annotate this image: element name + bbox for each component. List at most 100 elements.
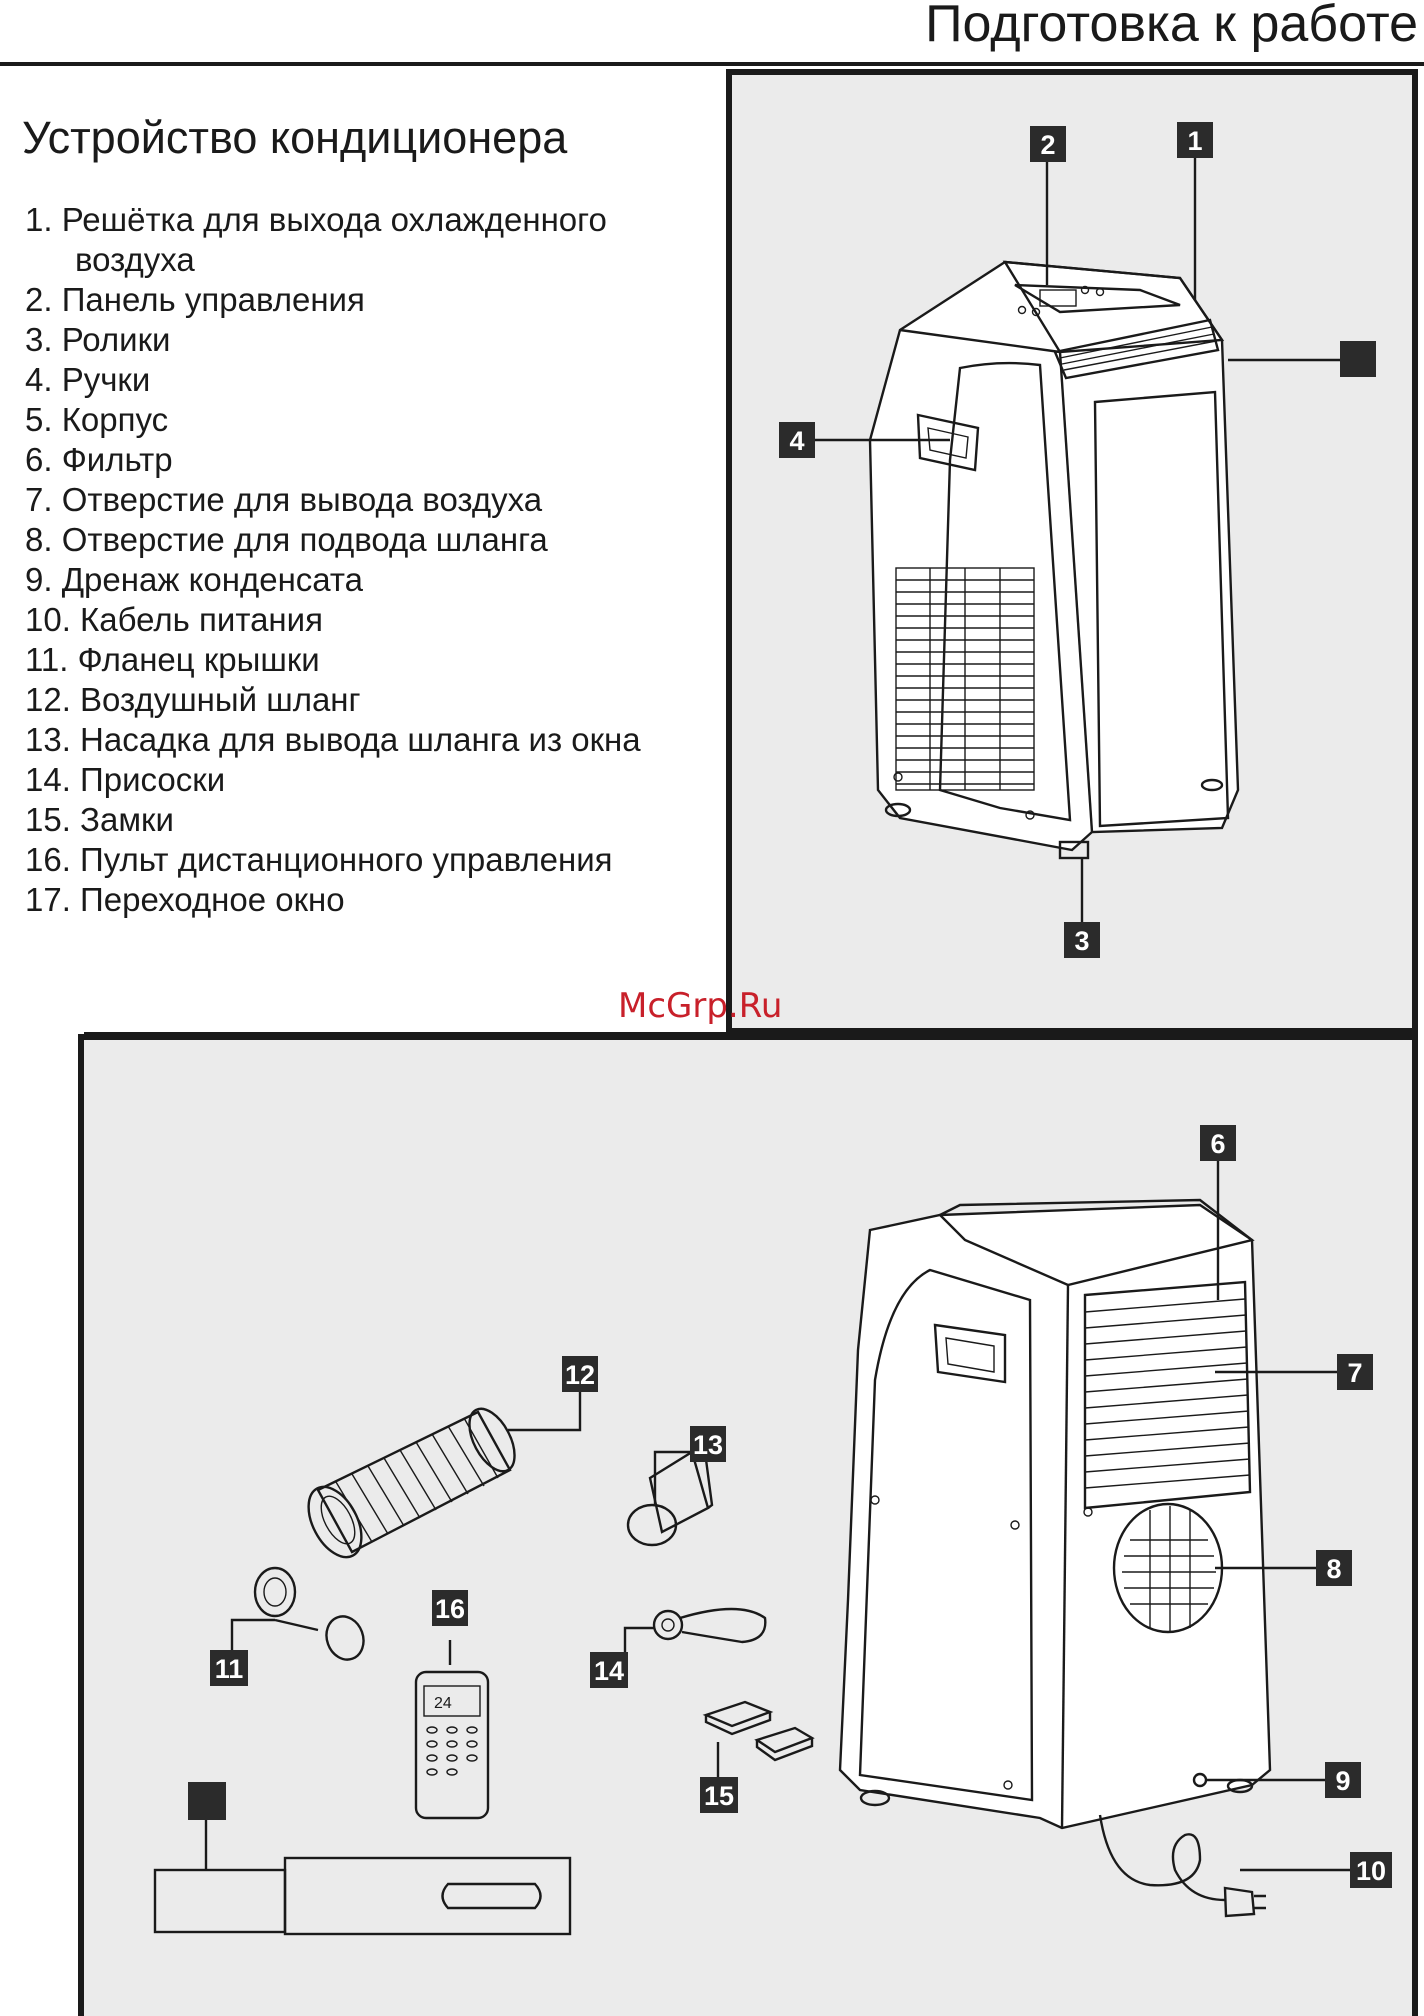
item-number: 1. [25,201,53,238]
tag-8: 8 [1316,1550,1352,1586]
item-label: Воздушный шланг [80,681,361,718]
tag-12: 12 [562,1356,598,1392]
item-label: Присоски [80,761,226,798]
air-hose-illustration [307,1382,582,1559]
item-number: 5. [25,401,53,438]
locks-illustration [702,1700,815,1778]
item-number: 17. [25,881,71,918]
tag-6: 6 [1200,1125,1236,1161]
item-number: 8. [25,521,53,558]
item-label: Решётка для выхода охлажденного [61,201,607,238]
list-item: 14. Присоски [25,760,641,800]
tag-13: 13 [690,1426,726,1462]
tag-10: 10 [1350,1852,1392,1888]
list-item: 3. Ролики [25,320,641,360]
item-label: Корпус [61,401,169,438]
svg-text:2: 2 [1040,130,1055,160]
item-number: 9. [25,561,53,598]
item-label: Фланец крышки [77,641,320,678]
panel-divider [84,1032,726,1038]
item-label-continued: воздуха [75,241,195,278]
svg-text:4: 4 [789,426,804,456]
item-label: Отверстие для вывода воздуха [61,481,543,518]
header-rule [0,62,1424,66]
svg-text:1: 1 [1187,126,1202,156]
item-number: 14. [25,761,71,798]
air-conditioner-front-illustration [868,260,1240,860]
outlet-grille [1053,318,1220,380]
list-item: 16. Пульт дистанционного управления [25,840,641,880]
item-label: Отверстие для подвода шланга [61,521,548,558]
cover-flange-illustration [230,1566,365,1661]
item-number: 16. [25,841,71,878]
item-number: 11. [25,641,69,678]
list-item: 9. Дренаж конденсата [25,560,641,600]
tag-15: 15 [700,1777,738,1813]
item-label: Замки [80,801,174,838]
tag-11: 11 [210,1650,248,1686]
list-item: 8. Отверстие для подвода шланга [25,520,641,560]
air-conditioner-rear-illustration [838,1198,1272,1918]
list-item: 7. Отверстие для вывода воздуха [25,480,641,520]
item-number: 12. [25,681,71,718]
remote-control-illustration: 24 [414,1640,490,1820]
tag-3: 3 [1064,922,1100,958]
tag-9: 9 [1325,1762,1361,1798]
tag-14: 14 [590,1652,628,1688]
item-label: Ролики [61,321,171,358]
svg-text:7: 7 [1347,1358,1362,1388]
item-label: Кабель питания [80,601,323,638]
section-title: Устройство кондиционера [22,112,568,163]
list-item: 10. Кабель питания [25,600,641,640]
tag-16: 16 [432,1590,468,1626]
handle [916,413,980,472]
list-item: 5. Корпус [25,400,641,440]
item-label: Фильтр [61,441,173,478]
svg-text:8: 8 [1326,1554,1341,1584]
tag-17 [188,1782,226,1820]
item-number: 7. [25,481,53,518]
svg-text:3: 3 [1074,926,1089,956]
item-label: Насадка для вывода шланга из окна [80,721,641,758]
list-item: 13. Насадка для вывода шланга из окна [25,720,641,760]
list-item: 12. Воздушный шланг [25,680,641,720]
control-panel [1014,283,1181,317]
svg-text:13: 13 [693,1430,723,1460]
svg-text:10: 10 [1356,1856,1386,1886]
list-item: 6. Фильтр [25,440,641,480]
item-label: Переходное окно [80,881,345,918]
watermark: McGrp.Ru [618,986,783,1026]
item-label: Дренаж конденсата [61,561,364,598]
item-number: 15. [25,801,71,838]
svg-text:9: 9 [1335,1766,1350,1796]
list-item: 17. Переходное окно [25,880,641,920]
svg-text:14: 14 [594,1656,624,1686]
power-cable [1098,1814,1266,1918]
item-label: Ручки [61,361,151,398]
suction-cups-illustration [623,1607,767,1652]
svg-text:16: 16 [435,1594,465,1624]
side-grille [895,567,1035,791]
handle [933,1323,1007,1384]
window-nozzle-illustration [626,1450,714,1547]
list-item: 2. Панель управления [25,280,641,320]
list-item: 15. Замки [25,800,641,840]
remote-display-text: 24 [434,1695,452,1712]
tag-7: 7 [1337,1354,1373,1390]
item-label: Пульт дистанционного управления [80,841,613,878]
tag-2: 2 [1030,126,1066,162]
item-label: Панель управления [61,281,365,318]
tag-1: 1 [1177,122,1213,158]
filter-grille [1083,1280,1252,1510]
tag-5 [1340,341,1376,377]
item-number: 10. [25,601,71,638]
page-title: Подготовка к работе [925,0,1418,53]
item-number: 2. [25,281,53,318]
item-number: 4. [25,361,53,398]
tag-4: 4 [779,422,815,458]
list-item: 11. Фланец крышки [25,640,641,680]
svg-text:6: 6 [1210,1129,1225,1159]
